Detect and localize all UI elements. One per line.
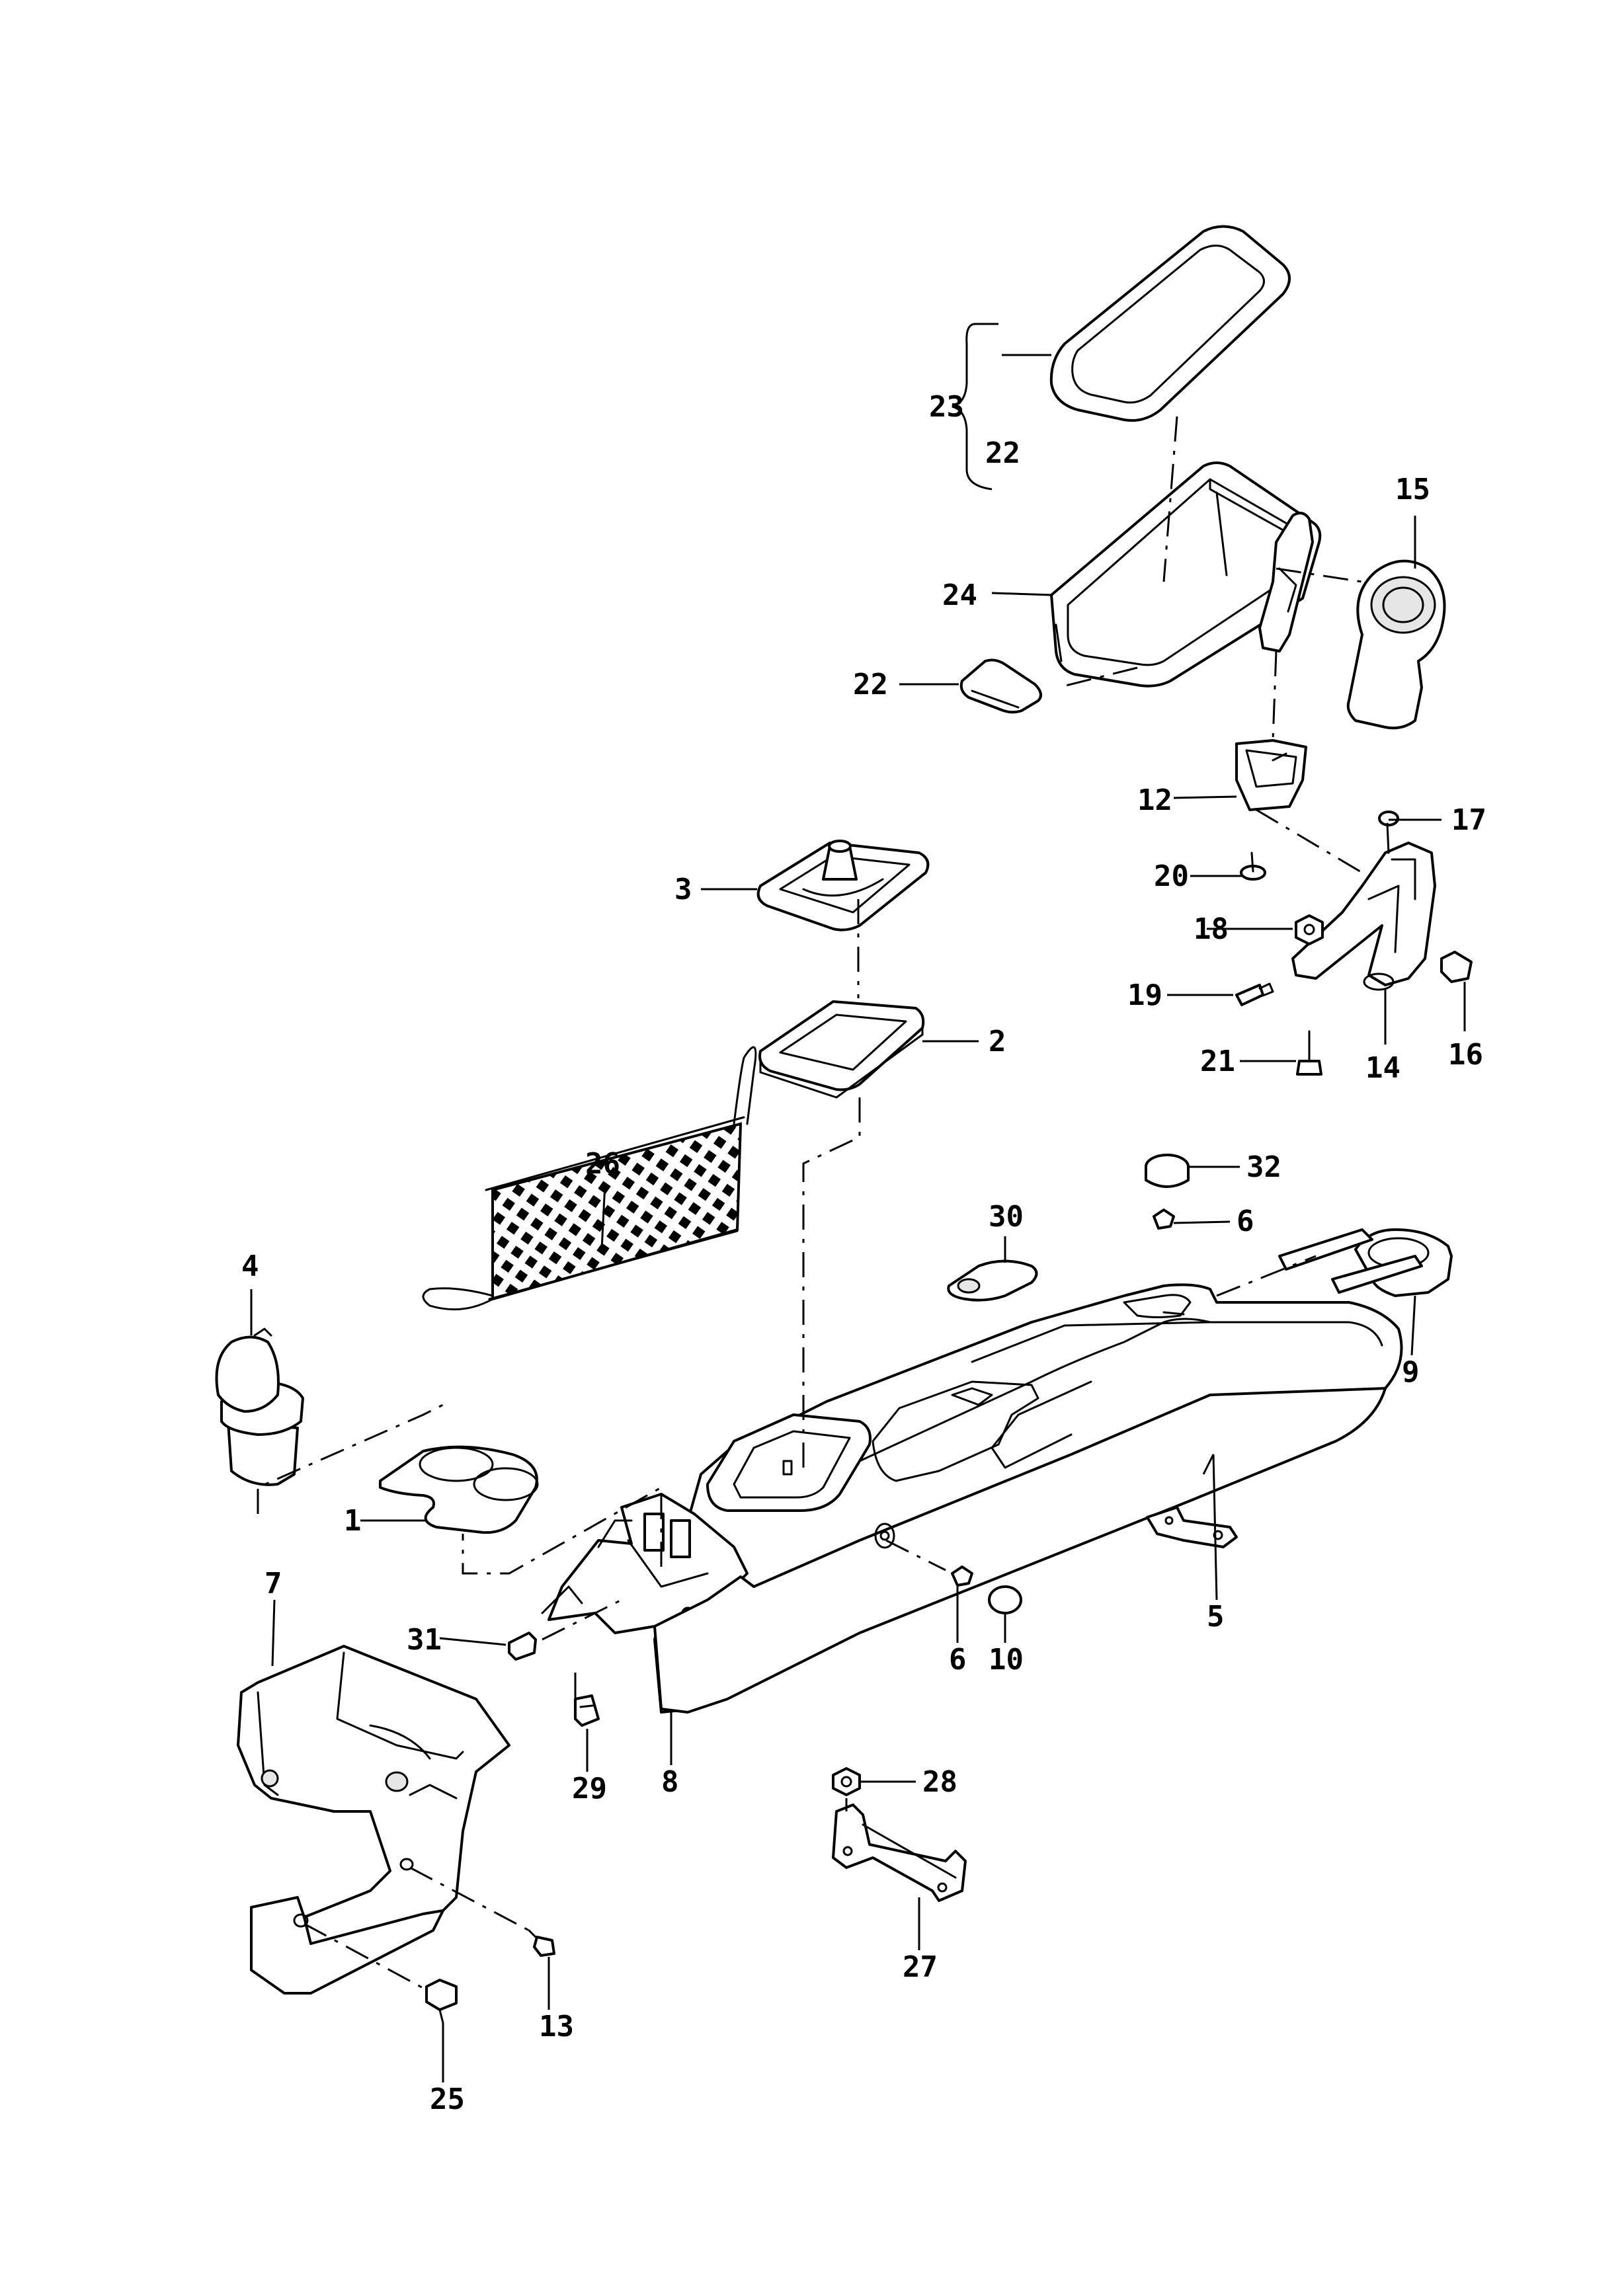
part-31-pin xyxy=(508,1632,537,1661)
label-13: 13 xyxy=(539,2010,574,2043)
part-26-storage-net xyxy=(422,1046,757,1311)
label-4: 4 xyxy=(241,1249,259,1283)
part-6-screw-upper xyxy=(1153,1208,1175,1230)
part-20-screw xyxy=(1240,851,1266,881)
label-23: 23 xyxy=(929,390,964,424)
part-18-nut xyxy=(1295,914,1324,945)
part-22-clip xyxy=(959,658,1042,714)
label-14: 14 xyxy=(1365,1051,1401,1085)
label-22-clip: 22 xyxy=(853,668,888,701)
part-25-bolt xyxy=(425,1979,458,2024)
part-24-armrest-box xyxy=(1050,461,1322,688)
label-12: 12 xyxy=(1137,783,1172,817)
label-7: 7 xyxy=(264,1567,282,1601)
label-31: 31 xyxy=(407,1623,442,1657)
label-6-upper: 6 xyxy=(1237,1205,1254,1238)
label-10: 10 xyxy=(989,1643,1024,1677)
part-hinge-lever xyxy=(1258,512,1314,653)
part-28-nut xyxy=(832,1767,861,1796)
part-29-clip-nut xyxy=(574,1694,600,1727)
part-3-gear-boot xyxy=(756,840,930,931)
label-18: 18 xyxy=(1194,912,1229,946)
label-25: 25 xyxy=(430,2082,465,2116)
part-17-screw xyxy=(1378,811,1399,854)
part-8-storage-tray xyxy=(872,1380,1039,1482)
part-4-ashtray xyxy=(215,1327,304,1486)
leader-lines xyxy=(250,323,1466,2082)
part-27-mounting-bracket xyxy=(832,1803,967,1902)
part-12-bracket xyxy=(1235,739,1307,811)
label-16: 16 xyxy=(1448,1038,1483,1072)
label-15: 15 xyxy=(1395,473,1430,506)
part-8-front-mount xyxy=(541,1493,749,1634)
part-14-support-bracket xyxy=(1291,842,1436,991)
part-7-side-trim xyxy=(237,1645,510,1995)
label-5: 5 xyxy=(1207,1600,1225,1634)
label-17: 17 xyxy=(1451,803,1486,837)
part-13-screw xyxy=(528,1929,555,1957)
label-2: 2 xyxy=(989,1025,1006,1058)
part-30-cover xyxy=(947,1259,1038,1302)
label-3: 3 xyxy=(674,873,692,906)
label-24: 24 xyxy=(942,578,977,612)
label-27: 27 xyxy=(903,1950,938,1984)
part-1-cup-mat xyxy=(379,1445,539,1534)
callout-labels: 23 22 24 22 15 12 17 20 18 19 21 14 16 3… xyxy=(241,390,1486,2116)
label-28: 28 xyxy=(922,1765,957,1799)
part-19-bolt xyxy=(1235,982,1274,1006)
part-10-cap xyxy=(988,1585,1022,1614)
part-9-cup-holder xyxy=(1278,1228,1453,1297)
label-19: 19 xyxy=(1127,978,1162,1012)
part-32-cap xyxy=(1145,1154,1190,1188)
part-15-armrest-knob xyxy=(1346,559,1446,730)
label-21: 21 xyxy=(1200,1045,1235,1078)
label-20: 20 xyxy=(1154,859,1189,893)
part-23-armrest-cover xyxy=(1049,225,1291,422)
label-30: 30 xyxy=(989,1200,1024,1234)
label-26: 26 xyxy=(585,1147,620,1181)
part-5-bracket xyxy=(1146,1506,1238,1548)
part-8-gear-recess xyxy=(706,1413,872,1512)
label-22-armrest: 22 xyxy=(985,436,1020,470)
part-16-clip xyxy=(1440,951,1473,983)
part-6-screw-lower xyxy=(951,1565,973,1587)
part-8-lower-shell xyxy=(653,1387,1387,1714)
label-8: 8 xyxy=(661,1765,679,1799)
label-1: 1 xyxy=(344,1504,362,1538)
label-9: 9 xyxy=(1402,1355,1420,1389)
label-32: 32 xyxy=(1246,1150,1281,1184)
assembly-lines xyxy=(257,416,1363,1991)
part-2-gear-frame xyxy=(758,1000,925,1099)
label-6-lower: 6 xyxy=(949,1643,967,1677)
part-21-bolt xyxy=(1296,1030,1322,1076)
label-29: 29 xyxy=(572,1772,607,1805)
